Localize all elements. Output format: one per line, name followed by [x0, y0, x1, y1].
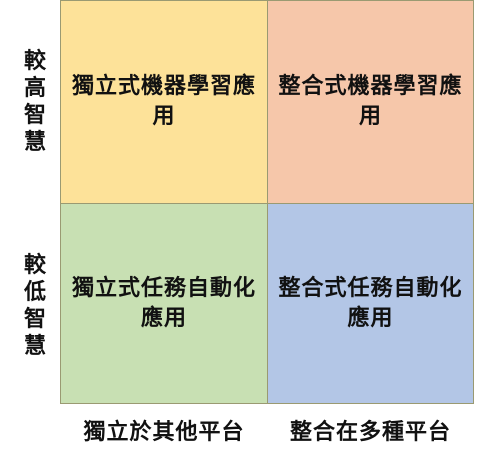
quadrant-bottom-left: 獨立式任務自動化應用 — [60, 203, 268, 404]
quadrant-bottom-right: 整合式任務自動化應用 — [267, 203, 474, 404]
quadrant-bottom-right-label: 整合式任務自動化應用 — [278, 275, 463, 331]
quadrant-top-left-label: 獨立式機器學習應用 — [71, 74, 256, 129]
x-axis-label-integrated: 整合在多種平台 — [289, 420, 451, 445]
quadrant-matrix: 獨立式機器學習應用 整合式機器學習應用 獨立式任務自動化應用 整合式任務自動化應… — [60, 0, 474, 404]
y-axis-label-high-intelligence: 較高智慧 — [23, 49, 46, 155]
x-axis-label-standalone: 獨立於其他平台 — [83, 420, 245, 445]
y-axis-label-low-intelligence: 較低智慧 — [23, 253, 46, 359]
quadrant-top-right-label: 整合式機器學習應用 — [278, 74, 463, 129]
quadrant-bottom-left-label: 獨立式任務自動化應用 — [71, 275, 256, 331]
quadrant-top-right: 整合式機器學習應用 — [267, 0, 474, 204]
quadrant-top-left: 獨立式機器學習應用 — [60, 0, 268, 204]
